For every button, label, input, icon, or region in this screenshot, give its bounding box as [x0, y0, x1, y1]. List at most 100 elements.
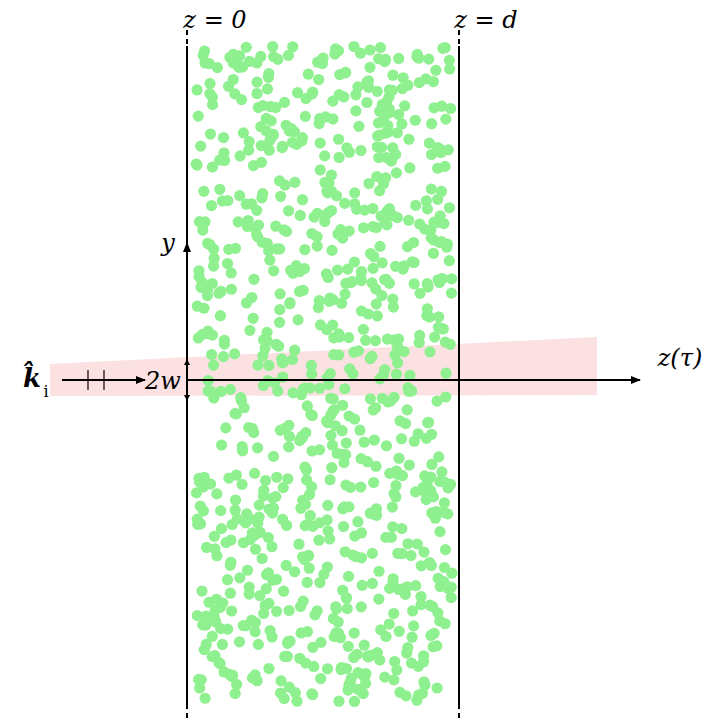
- particle: [446, 592, 457, 603]
- particle: [402, 241, 413, 252]
- particle: [321, 186, 332, 197]
- particle: [319, 150, 330, 161]
- particle: [350, 105, 361, 116]
- particle: [278, 224, 289, 235]
- particle: [336, 449, 347, 460]
- particle: [356, 601, 367, 612]
- particle: [268, 451, 279, 462]
- particle: [440, 114, 451, 125]
- particle: [230, 494, 241, 505]
- particle: [397, 263, 408, 274]
- particle: [425, 630, 436, 641]
- particle: [244, 582, 255, 593]
- particle: [311, 231, 322, 242]
- particle: [388, 301, 399, 312]
- particle: [306, 360, 317, 371]
- particle: [360, 678, 371, 689]
- particle: [300, 111, 311, 122]
- particle: [357, 580, 368, 591]
- particle: [360, 668, 371, 679]
- particle: [428, 248, 439, 259]
- particle: [198, 303, 209, 314]
- particle: [446, 273, 457, 284]
- particle: [215, 310, 226, 321]
- particle: [376, 211, 387, 222]
- particle: [356, 305, 367, 316]
- particle: [204, 78, 215, 89]
- particle: [234, 572, 245, 583]
- particle: [326, 462, 337, 473]
- particle: [198, 186, 209, 197]
- particle: [426, 183, 437, 194]
- particle: [207, 278, 218, 289]
- particle: [251, 229, 262, 240]
- particle: [424, 600, 435, 611]
- particle: [241, 297, 252, 308]
- particle: [396, 548, 407, 559]
- particle: [274, 304, 285, 315]
- particle: [349, 256, 360, 267]
- particle: [358, 324, 369, 335]
- particle: [403, 215, 414, 226]
- particle: [396, 433, 407, 444]
- particle: [209, 650, 220, 661]
- particle: [401, 647, 412, 658]
- particle: [372, 86, 383, 97]
- particle: [222, 258, 233, 269]
- particle: [353, 345, 364, 356]
- particle: [322, 500, 333, 511]
- particle: [274, 317, 285, 328]
- particle: [422, 417, 433, 428]
- particle: [197, 224, 208, 235]
- particle: [362, 650, 373, 661]
- particle: [402, 404, 413, 415]
- particle: [195, 282, 206, 293]
- particle: [410, 580, 421, 591]
- particle: [338, 521, 349, 532]
- particle: [208, 392, 219, 403]
- particle: [279, 97, 290, 108]
- particle: [253, 102, 264, 113]
- particle: [213, 288, 224, 299]
- y-axis: [186, 243, 188, 380]
- particle: [252, 360, 263, 371]
- particle: [404, 459, 415, 470]
- particle: [336, 662, 347, 673]
- particle: [403, 134, 414, 145]
- particle: [367, 548, 378, 559]
- particle: [246, 615, 257, 626]
- particle: [244, 325, 255, 336]
- boundary-label: z = d: [454, 8, 517, 32]
- particle: [366, 351, 377, 362]
- particle: [283, 441, 294, 452]
- particle: [307, 87, 318, 98]
- particle: [444, 202, 455, 213]
- particle: [292, 314, 303, 325]
- particle: [374, 241, 385, 252]
- particle: [242, 221, 253, 232]
- particle: [440, 544, 451, 555]
- particle: [426, 118, 437, 129]
- particle: [343, 641, 354, 652]
- particle: [373, 566, 384, 577]
- particle: [327, 294, 338, 305]
- particle: [256, 192, 267, 203]
- particle: [327, 319, 338, 330]
- particle: [279, 179, 290, 190]
- particle: [393, 109, 404, 120]
- particle: [393, 453, 404, 464]
- particle: [207, 92, 218, 103]
- particle: [281, 560, 292, 571]
- particle: [418, 656, 429, 667]
- particle: [323, 272, 334, 283]
- particle: [282, 638, 293, 649]
- particle: [295, 601, 306, 612]
- particle: [387, 521, 398, 532]
- particle: [299, 244, 310, 255]
- particle: [344, 363, 355, 374]
- particle: [216, 523, 227, 534]
- particle: [322, 561, 333, 572]
- particle: [249, 530, 260, 541]
- boundary-dash: [186, 704, 188, 722]
